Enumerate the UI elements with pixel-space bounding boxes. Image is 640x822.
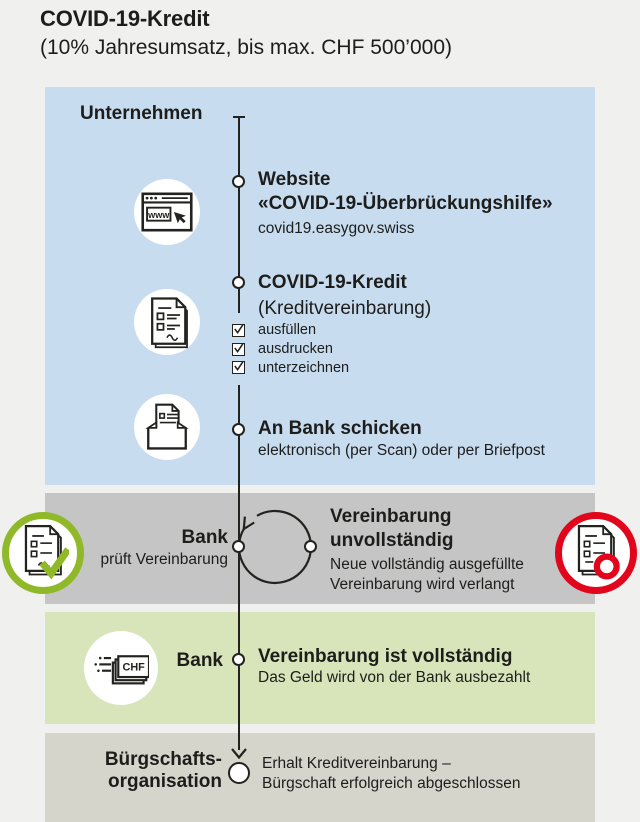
rejected-document-icon [555, 512, 637, 594]
step-kredit-title: COVID-19-Kredit [258, 272, 407, 293]
down-arrowhead-icon [231, 748, 247, 759]
timeline-node-bank-auszahlung [232, 653, 245, 666]
timeline-node-website [232, 175, 245, 188]
timeline-end-node [228, 762, 250, 784]
page-title: COVID-19-Kredit [40, 6, 210, 31]
checklist-item: ausdrucken [258, 341, 333, 357]
timeline-node-bank-pruefung [232, 540, 245, 553]
lane-label-buergschaft: Bürgschafts- organisation [104, 749, 222, 792]
checkbox-ausdrucken [232, 342, 245, 356]
lane-label-unternehmen: Unternehmen [80, 103, 203, 124]
loop-title: Vereinbarung unvollständig [330, 506, 454, 551]
lane-label-bank-pruefung: Bank [181, 527, 228, 548]
auszahlung-title: Vereinbarung ist vollständig [258, 646, 513, 667]
approved-document-icon [2, 512, 84, 594]
page-subtitle: (10% Jahresumsatz, bis max. CHF 500’000) [40, 36, 452, 59]
step-senden-subtitle: elektronisch (per Scan) oder per Briefpo… [258, 442, 545, 459]
chf-banknotes-icon: CHF [84, 631, 158, 705]
step-website-title: Website «COVID-19-Überbrückungshilfe» [258, 169, 553, 214]
timeline-node-senden [232, 423, 245, 436]
bank-pruefung-panel [45, 493, 595, 604]
buergschaft-text: Erhalt Kreditvereinbarung – Bürgschaft e… [262, 755, 521, 792]
checkbox-unterzeichnen [232, 360, 245, 374]
browser-www-icon: www [134, 179, 200, 245]
timeline-segment [238, 117, 240, 313]
buergschaft-panel [45, 733, 595, 822]
auszahlung-subtitle: Das Geld wird von der Bank ausbezahlt [258, 669, 531, 686]
loop-arrow-icon [237, 509, 313, 585]
www-label: www [147, 210, 170, 220]
checkbox-ausfuellen [232, 323, 245, 337]
timeline-segment [238, 385, 240, 750]
step-kredit-subtitle: (Kreditvereinbarung) [258, 298, 432, 319]
chf-label: CHF [123, 662, 146, 674]
document-form-icon [134, 289, 200, 355]
checklist-item: unterzeichnen [258, 360, 350, 376]
step-website-url: covid19.easygov.swiss [258, 220, 415, 237]
envelope-send-icon [134, 394, 200, 460]
timeline-node-kredit [232, 276, 245, 289]
checklist-item: ausfüllen [258, 322, 317, 338]
lane-sublabel-bank-pruefung: prüft Vereinbarung [100, 551, 228, 568]
step-senden-title: An Bank schicken [258, 418, 422, 439]
loop-node-unvollstaendig [304, 540, 317, 553]
lane-label-bank-auszahlung: Bank [176, 650, 223, 671]
loop-text: Neue vollständig ausgefüllte Vereinbarun… [330, 556, 524, 593]
